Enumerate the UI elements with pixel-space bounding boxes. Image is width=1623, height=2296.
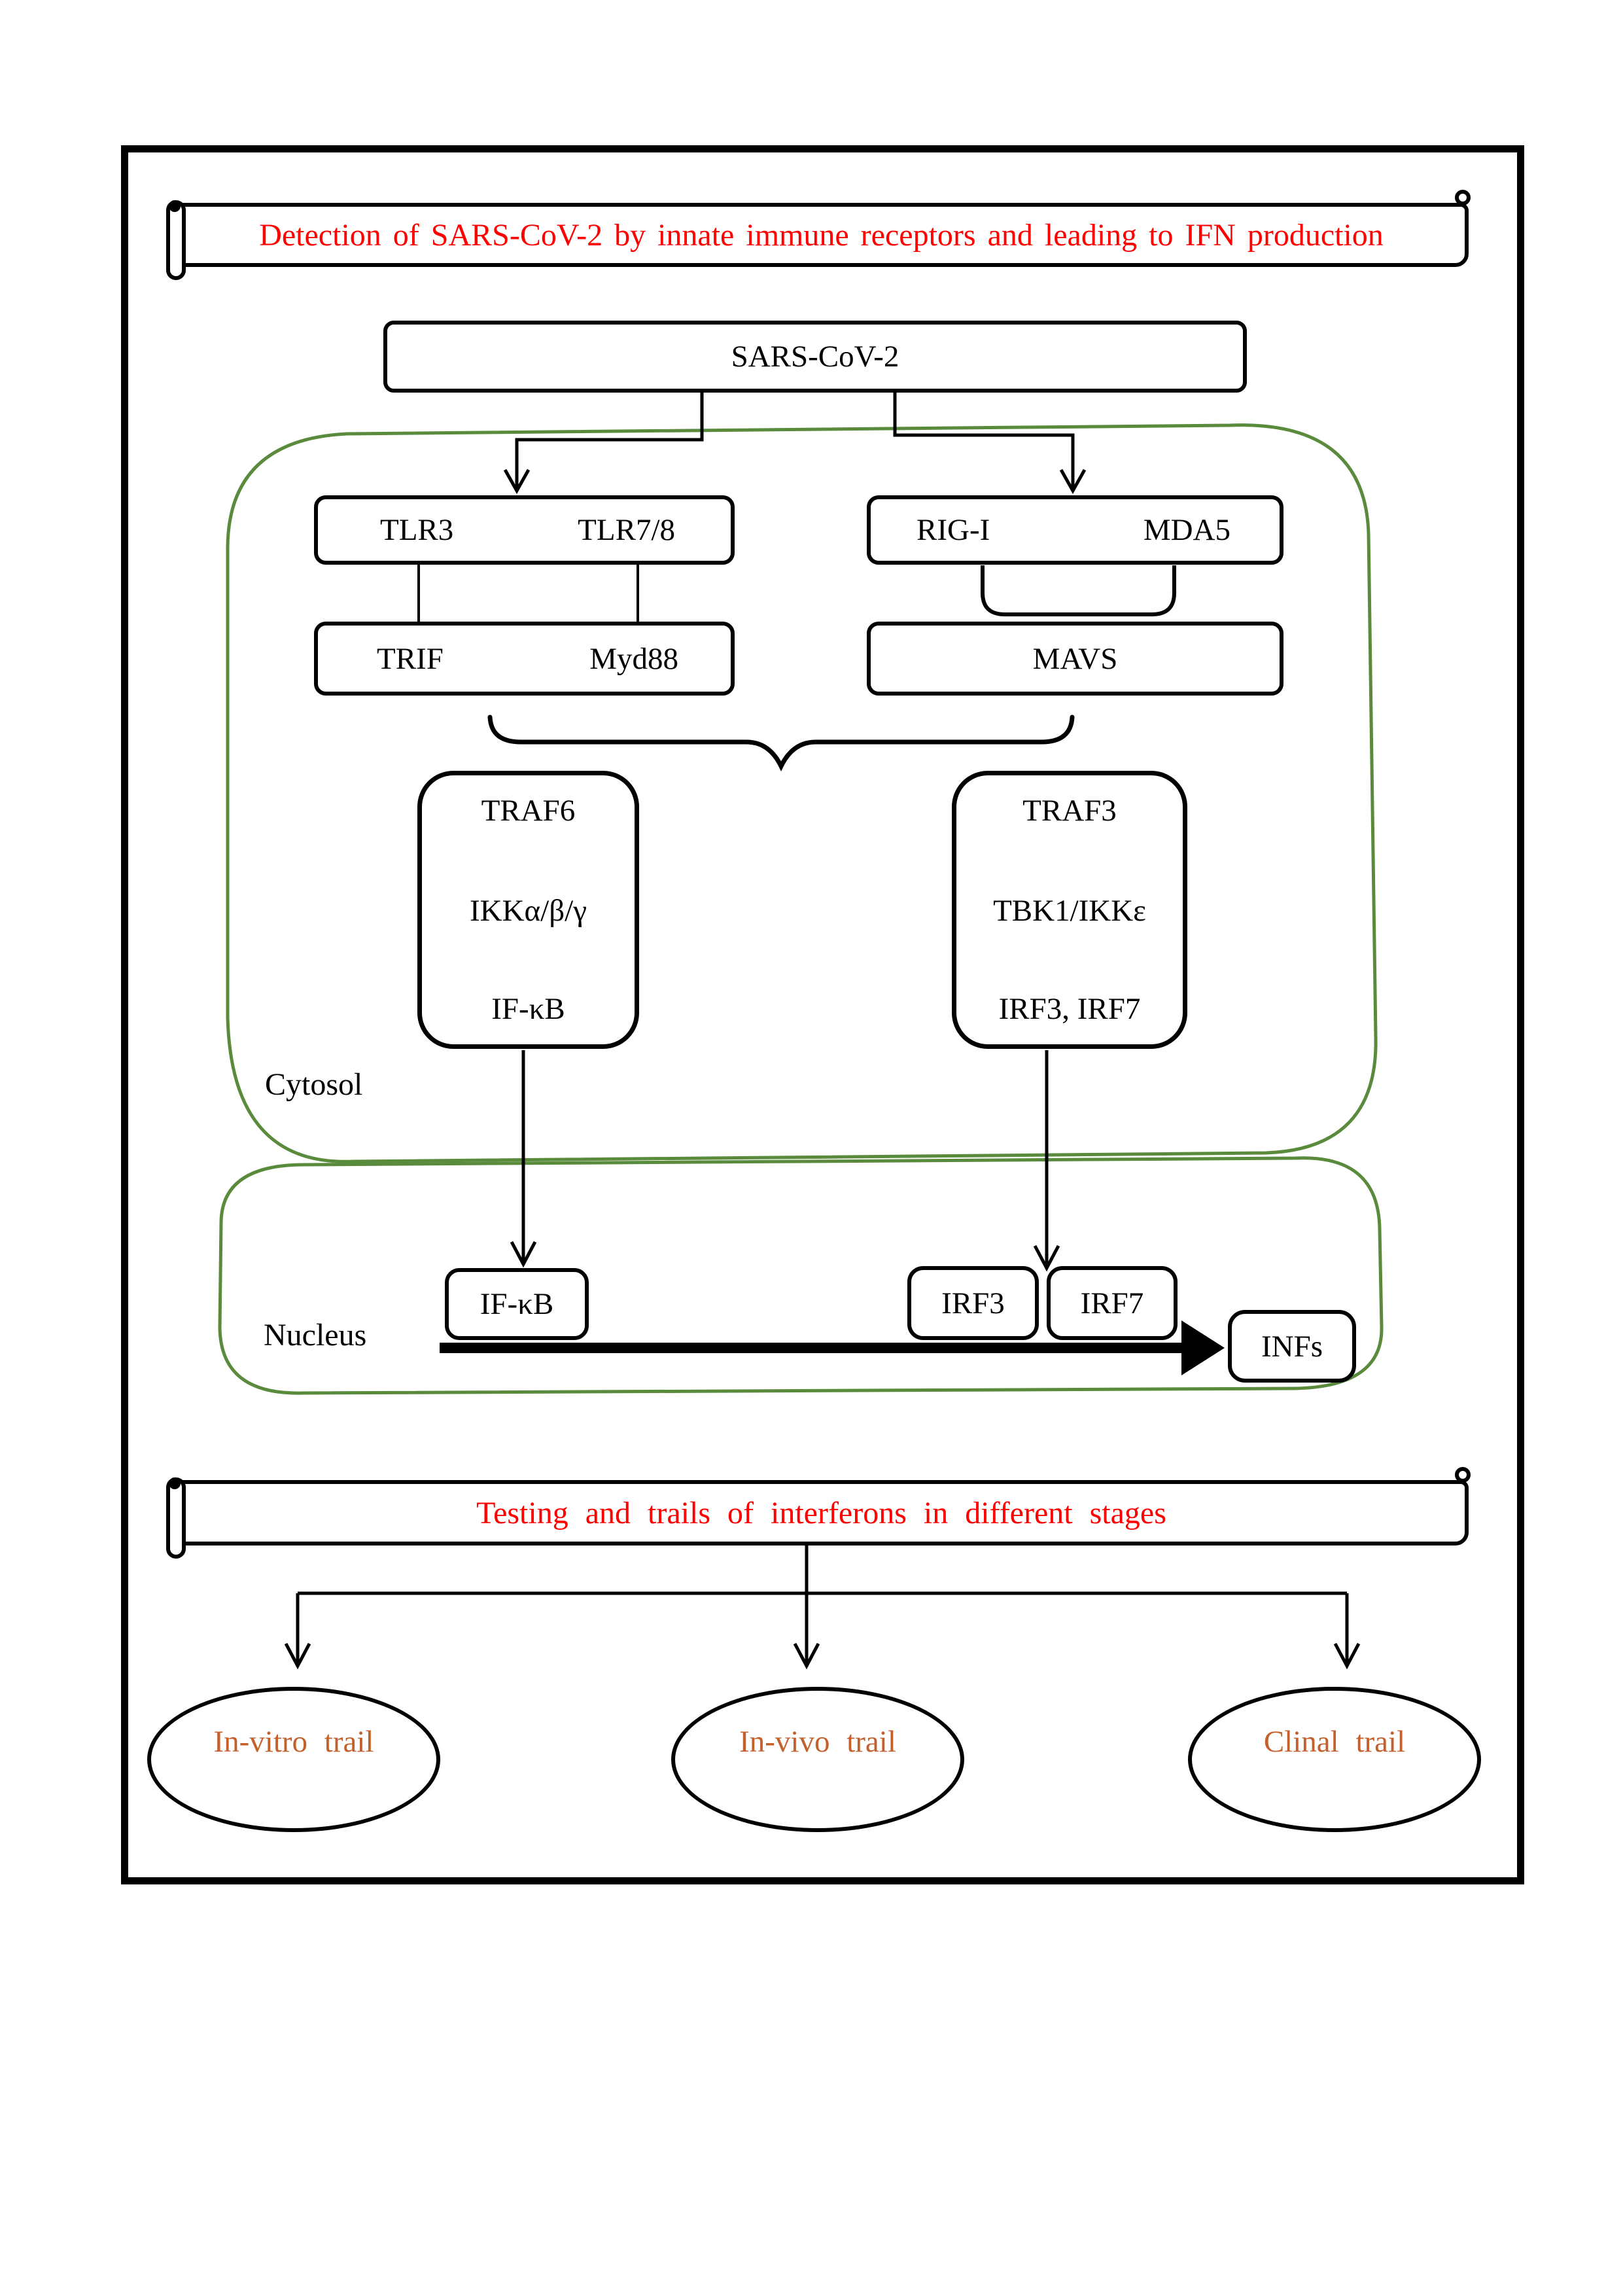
trif-myd88-box: TRIF Myd88 [314,622,735,696]
bottom-banner-left-roll [166,1477,186,1559]
top-banner-left-roll [166,200,186,280]
tlr-box: TLR3 TLR7/8 [314,495,735,565]
nucleus-irf7-box: IRF7 [1047,1266,1178,1340]
arrowhead-left-trial [284,1642,311,1670]
top-banner-right-curl [1455,190,1471,205]
arrow-transcription-head [1181,1320,1225,1375]
in-vitro-trial-label: In-vitro trail [213,1725,374,1759]
nucleus-ifkb-box: IF-κB [445,1268,589,1340]
tlr3-label: TLR3 [380,513,454,547]
top-banner: Detection of SARS-CoV-2 by innate immune… [174,203,1469,267]
mavs-label: MAVS [1032,641,1118,676]
nucleus-irf7-label: IRF7 [1080,1286,1144,1320]
tlr78-label: TLR7/8 [578,513,675,547]
connector-sars-to-tlr [515,393,704,489]
bottom-banner: Testing and trails of interferons in dif… [174,1480,1469,1545]
sars-cov2-box: SARS-CoV-2 [383,321,1247,393]
cytosol-label: Cytosol [265,1067,363,1102]
arrowhead-mid-trial [793,1642,820,1670]
connector-sars-to-rig [893,393,1075,489]
arrowhead-tlr [503,468,531,495]
arrowhead-right-trial [1333,1642,1361,1670]
rig-mda5-box: RIG-I MDA5 [867,495,1283,565]
arrowhead-irf [1033,1245,1060,1272]
sars-cov2-label: SARS-CoV-2 [731,340,899,374]
arrowhead-ifkb [510,1241,537,1268]
nucleus-irf3-box: IRF3 [907,1266,1039,1340]
clinical-trial-ellipse: Clinal trail [1188,1687,1481,1832]
arrowhead-rig [1059,468,1087,495]
ikk-label: IKKα/β/γ [470,894,587,928]
in-vivo-trial-ellipse: In-vivo trail [671,1687,964,1832]
nucleus-label: Nucleus [264,1318,367,1352]
trif-label: TRIF [377,641,444,676]
bottom-banner-title: Testing and trails of interferons in dif… [476,1495,1166,1530]
myd88-label: Myd88 [589,641,678,676]
page-frame [121,145,1524,1884]
curly-brace [487,715,1075,771]
traf3-label: TRAF3 [1022,794,1117,828]
mda5-label: MDA5 [1143,513,1230,547]
infs-label: INFs [1261,1329,1323,1364]
top-banner-title: Detection of SARS-CoV-2 by innate immune… [259,217,1384,253]
traf6-cascade-box: TRAF6 IKKα/β/γ IF-κB [417,771,639,1049]
nucleus-outline [218,1156,1384,1395]
nucleus-ifkb-label: IF-κB [480,1287,554,1321]
in-vitro-trial-ellipse: In-vitro trail [147,1687,440,1832]
connector-rig-mavs-bracket [981,565,1176,616]
rigi-label: RIG-I [916,513,990,547]
ifkb-cascade-label: IF-κB [491,992,565,1026]
bottom-banner-right-curl [1455,1467,1471,1483]
traf6-label: TRAF6 [481,794,576,828]
cytosol-outline [226,423,1378,1163]
mavs-box: MAVS [867,622,1283,696]
top-banner-left-curl [169,200,181,212]
traf3-cascade-box: TRAF3 TBK1/IKKε IRF3, IRF7 [952,771,1187,1049]
in-vivo-trial-label: In-vivo trail [739,1725,896,1759]
infs-box: INFs [1228,1310,1356,1383]
clinical-trial-label: Clinal trail [1263,1725,1406,1759]
bottom-banner-left-curl [169,1477,181,1489]
nucleus-irf3-label: IRF3 [941,1286,1005,1320]
tbk1-label: TBK1/IKKε [993,894,1146,928]
irf37-cascade-label: IRF3, IRF7 [998,992,1141,1026]
